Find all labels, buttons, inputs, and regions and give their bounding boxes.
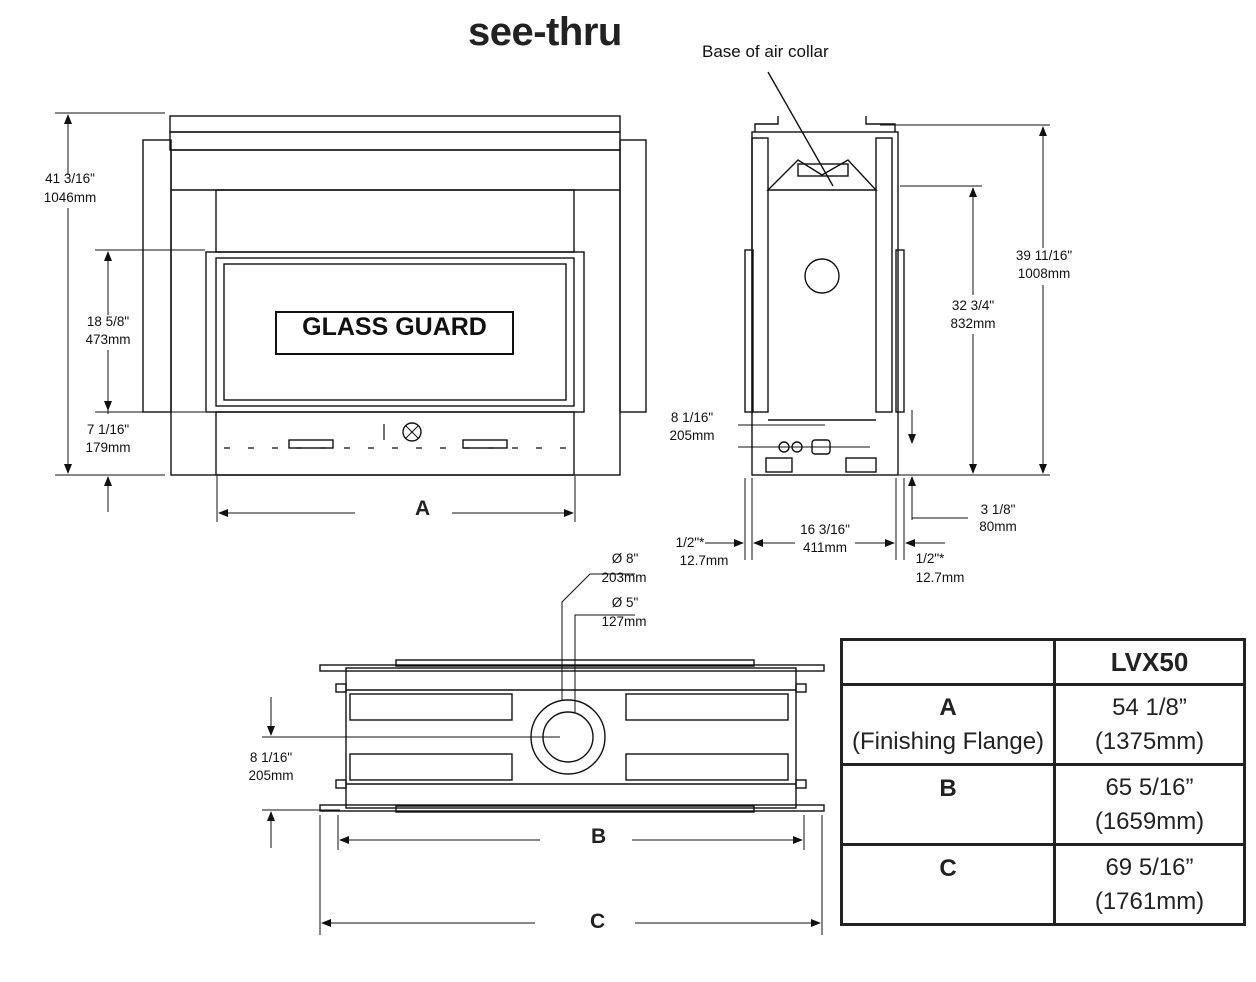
table-value-cell: 69 5/16” (1761mm)	[1053, 843, 1246, 926]
front-upper-panel	[215, 189, 575, 253]
table-row: A (Finishing Flange) 54 1/8” (1375mm)	[840, 683, 1246, 766]
row-metric: (1761mm)	[1094, 887, 1205, 915]
top-outer-flange-top	[319, 664, 825, 672]
table-corner-cell	[840, 638, 1056, 686]
dim-side-right-offset-metric: 12.7mm	[915, 570, 965, 585]
table-value-cell: 54 1/8” (1375mm)	[1053, 683, 1246, 766]
side-left-flange	[744, 249, 754, 413]
table-row: C 69 5/16” (1761mm)	[840, 843, 1246, 926]
dim-front-glass-imperial: 18 5/8"	[86, 314, 130, 329]
air-collar	[766, 159, 878, 191]
table-label-cell: B	[840, 763, 1056, 846]
front-base-panel	[215, 411, 575, 476]
dim-vent-inner-imperial: Ø 5"	[611, 595, 639, 610]
side-dimensions	[705, 71, 1050, 560]
dim-front-base-metric: 179mm	[85, 440, 131, 455]
table-label-cell: A (Finishing Flange)	[840, 683, 1056, 766]
top-dimensions	[262, 573, 823, 935]
dim-front-glass-metric: 473mm	[85, 332, 131, 347]
dim-side-gas-imperial: 8 1/16"	[670, 410, 714, 425]
dim-side-collar-imperial: 32 3/4"	[951, 298, 995, 313]
dim-side-bottom-metric: 80mm	[979, 519, 1017, 534]
diagram-title: see-thru	[468, 10, 622, 54]
dim-front-total-imperial: 41 3/16"	[45, 171, 95, 186]
spec-table: LVX50 A (Finishing Flange) 54 1/8” (1375…	[840, 638, 1246, 926]
dim-side-gas-metric: 205mm	[669, 428, 715, 443]
side-box-left	[765, 457, 793, 473]
dim-front-total-metric: 1046mm	[43, 190, 97, 205]
side-right-rail	[875, 137, 893, 413]
dim-vent-outer-metric: 203mm	[601, 570, 647, 585]
top-outer-flange-bottom	[319, 804, 825, 812]
front-right-handle	[462, 439, 508, 449]
side-left-tab	[754, 116, 779, 132]
dim-letter-c: C	[590, 910, 606, 933]
dim-side-total-metric: 1008mm	[1017, 266, 1071, 281]
row-letter: A	[939, 693, 957, 721]
dim-side-collar-metric: 832mm	[950, 316, 996, 331]
row-metric: (1375mm)	[1094, 727, 1205, 755]
front-left-flange	[142, 139, 172, 413]
glass-guard-box	[275, 311, 514, 355]
dim-side-left-offset-metric: 12.7mm	[679, 553, 729, 568]
dim-side-depth-imperial: 16 3/16"	[800, 522, 850, 537]
side-box-right	[845, 457, 877, 473]
front-right-flange	[619, 139, 647, 413]
dim-letter-a: A	[415, 497, 431, 520]
front-top-strip	[169, 115, 621, 133]
dim-side-left-offset-imperial: 1/2"*	[675, 535, 705, 550]
top-view	[319, 659, 825, 813]
front-top-band	[169, 131, 621, 151]
row-imperial: 54 1/8”	[1112, 693, 1187, 721]
air-collar-label: Base of air collar	[702, 42, 829, 61]
table-model-header: LVX50	[1053, 638, 1246, 686]
dim-vent-outer-imperial: Ø 8"	[611, 551, 639, 566]
front-dimensions	[55, 112, 576, 522]
side-view	[744, 116, 905, 476]
dim-vent-inner-metric: 127mm	[601, 614, 647, 629]
dim-letter-b: B	[591, 825, 607, 848]
air-collar-top	[797, 163, 849, 177]
front-valve-knob	[402, 422, 422, 442]
row-letter: C	[939, 855, 957, 882]
dim-top-depth-imperial: 8 1/16"	[249, 750, 293, 765]
row-metric: (1659mm)	[1094, 807, 1205, 835]
dim-front-base-imperial: 7 1/16"	[86, 422, 130, 437]
top-panel-3	[349, 753, 513, 781]
dim-side-total-imperial: 39 11/16"	[1015, 248, 1073, 263]
top-inner-flange-bottom	[395, 805, 755, 813]
side-left-rail	[751, 137, 769, 413]
top-panel-4	[625, 753, 789, 781]
dim-top-depth-metric: 205mm	[248, 768, 294, 783]
side-right-tab	[865, 116, 896, 132]
side-vent-hole	[804, 258, 840, 294]
side-right-flange	[895, 249, 905, 413]
front-left-handle	[288, 439, 334, 449]
glass-guard-label: GLASS GUARD	[302, 313, 487, 341]
table-row: B 65 5/16” (1659mm)	[840, 763, 1246, 846]
top-body	[345, 667, 797, 809]
dim-side-right-offset-imperial: 1/2"*	[915, 551, 945, 566]
top-panel-1	[349, 693, 513, 721]
front-view	[142, 115, 647, 476]
row-imperial: 65 5/16”	[1105, 773, 1194, 801]
top-panel-2	[625, 693, 789, 721]
dim-side-bottom-imperial: 3 1/8"	[980, 502, 1016, 517]
table-label-cell: C	[840, 843, 1056, 926]
table-value-cell: 65 5/16” (1659mm)	[1053, 763, 1246, 846]
row-imperial: 69 5/16”	[1105, 853, 1194, 881]
dim-side-depth-metric: 411mm	[802, 540, 847, 555]
row-letter: B	[939, 775, 957, 802]
row-sub: (Finishing Flange)	[851, 727, 1045, 755]
front-glass-inner	[215, 257, 575, 407]
front-glass-pane	[223, 263, 567, 401]
